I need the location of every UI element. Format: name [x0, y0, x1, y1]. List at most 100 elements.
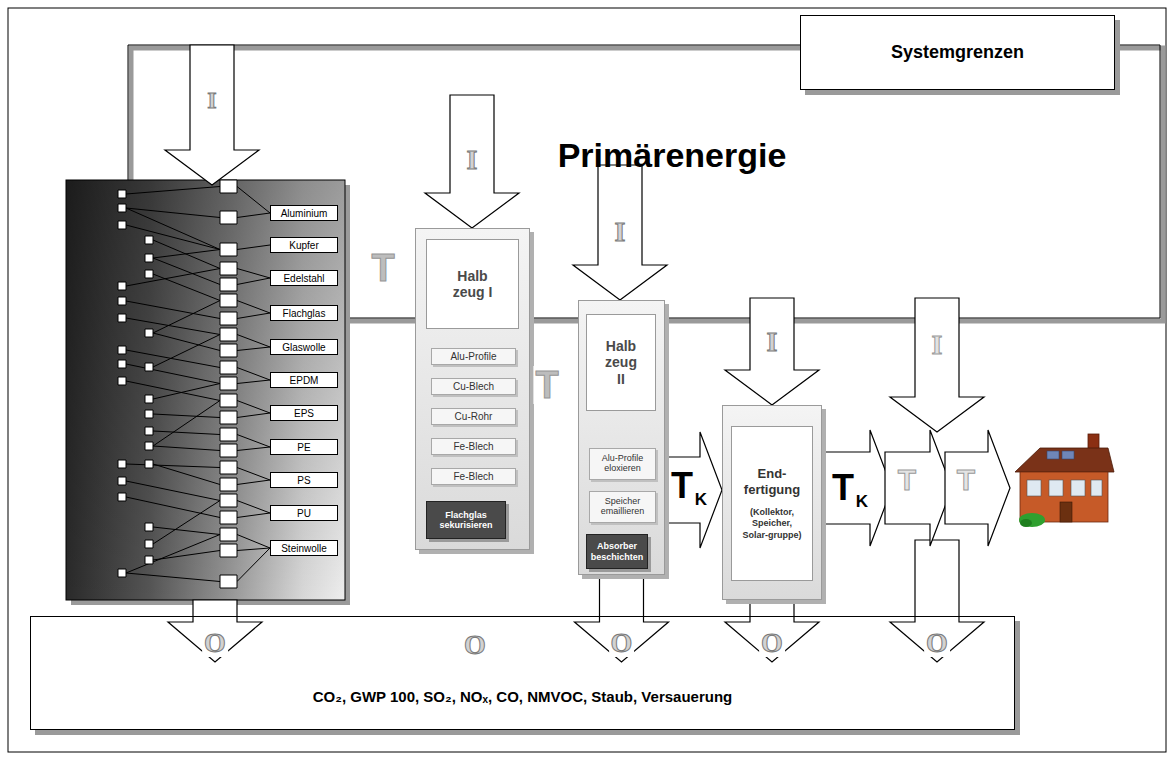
node-title: Flachglas [283, 308, 326, 319]
node-title: Absorber beschichten [590, 541, 644, 562]
semi-finished-column: Halb zeug II Alu-Profile eloxierenSpeiche… [578, 300, 665, 575]
transport-symbol: T [669, 468, 695, 504]
emission-arrow [890, 540, 984, 662]
emission-arrow [168, 600, 262, 662]
process-step-box: Fe-Blech [431, 468, 516, 485]
process-step-box: Fe-Blech [431, 438, 516, 455]
energy-input-arrow [890, 298, 984, 432]
node-title: CO₂, GWP 100, SO₂, NOₓ, CO, NMVOC, Staub… [313, 688, 732, 705]
emission-symbol: O [202, 629, 228, 657]
house-bush [1020, 519, 1032, 527]
transport-symbol: T [955, 465, 977, 495]
energy-input-symbol: I [765, 328, 780, 356]
node-title: Alu-Profile [450, 351, 496, 362]
emissions-box: CO₂, GWP 100, SO₂, NOₓ, CO, NMVOC, Staub… [30, 616, 1015, 730]
transport-symbol: T [369, 249, 396, 287]
node-title: EPDM [290, 375, 319, 386]
house-window [1071, 480, 1085, 496]
material-box: Edelstahl [270, 270, 338, 286]
heading-frame: End-fertigung (Kollektor, Speicher, Solar… [731, 426, 813, 581]
emission-symbol: O [462, 631, 488, 659]
node-title: EPS [294, 408, 314, 419]
energy-input-arrow [725, 298, 819, 405]
material-box: Aluminium [270, 205, 338, 221]
node-title: PS [297, 475, 310, 486]
flow-arrow [575, 575, 669, 662]
material-box: Glaswolle [270, 339, 338, 355]
material-box: Flachglas [270, 305, 338, 321]
energy-input-symbol: I [930, 331, 945, 359]
node-title: Systemgrenzen [891, 42, 1024, 63]
process-step-box: Cu-Rohr [431, 408, 516, 425]
house-bush [1019, 513, 1045, 527]
material-box: EPS [270, 405, 338, 421]
energy-input-symbol: I [613, 218, 628, 246]
transport-arrow [885, 430, 952, 546]
energy-input-arrow [165, 45, 259, 185]
energy-input-symbol: I [465, 146, 480, 174]
node-title: Kupfer [289, 240, 318, 251]
final-assembly-column: End-fertigung (Kollektor, Speicher, Solar… [722, 405, 822, 600]
process-step-box: Cu-Blech [431, 378, 516, 395]
node-title: Fe-Blech [453, 441, 493, 452]
materials-panel-shade [66, 180, 345, 600]
system-boundary-box: Systemgrenzen [800, 15, 1115, 90]
node-title: Glaswolle [282, 342, 325, 353]
node-title: Edelstahl [283, 273, 324, 284]
transport-symbol: T [533, 366, 560, 404]
process-step-box: Alu-Profile [431, 348, 516, 365]
material-box: EPDM [270, 372, 338, 388]
heading-frame: Halb zeug II [586, 314, 656, 411]
material-box: PU [270, 505, 338, 521]
node-title: Flachglas sekurisieren [430, 510, 502, 531]
material-box: Steinwolle [270, 540, 338, 556]
process-squares [118, 180, 237, 588]
energy-input-symbol: I [205, 88, 218, 112]
node-title: Cu-Rohr [455, 411, 493, 422]
node-title: Aluminium [281, 208, 328, 219]
material-box: PS [270, 472, 338, 488]
house-roof [1015, 448, 1114, 472]
finishing-step-box: Flachglas sekurisieren [426, 501, 506, 539]
energy-input-arrow [425, 95, 519, 228]
solar-collector [1062, 451, 1074, 459]
node-title: PE [297, 442, 310, 453]
node-title: Fe-Blech [453, 471, 493, 482]
transport-symbol: T [896, 465, 918, 495]
emission-symbol: O [924, 629, 950, 657]
node-title: Halb zeug I [452, 268, 494, 300]
house-illustration [1015, 434, 1114, 527]
node-title: PU [297, 508, 311, 519]
solar-collector [1047, 451, 1059, 459]
process-links [126, 187, 270, 582]
transport-symbol: T [830, 470, 856, 506]
flow-arrow [665, 432, 722, 548]
emission-symbol: O [609, 629, 635, 657]
process-step-box: Speicher emaillieren [589, 491, 656, 523]
node-title: Speicher emaillieren [593, 497, 652, 517]
picture-frame [8, 8, 1166, 752]
heading-frame: Halb zeug I [426, 239, 519, 329]
materials-panel [66, 180, 345, 600]
house-window [1027, 480, 1041, 496]
semi-finished-column: Halb zeug I Alu-ProfileCu-BlechCu-RohrFe-… [415, 228, 530, 550]
primary-energy-label: Primärenergie [556, 138, 789, 172]
process-step-box: Alu-Profile eloxieren [589, 448, 656, 480]
node-detail: (Kollektor, Speicher, Solar-gruppe) [740, 507, 804, 541]
node-title: Alu-Profile eloxieren [593, 454, 652, 474]
transport-arrow [945, 430, 1010, 546]
subscript-label: K [693, 491, 709, 508]
transport-arrow [822, 430, 892, 546]
subscript-label: K [854, 493, 870, 510]
node-title: Steinwolle [281, 543, 327, 554]
material-box: Kupfer [270, 237, 338, 253]
node-title: End-fertigung [739, 466, 805, 497]
house-window [1091, 480, 1102, 496]
house-window [1049, 480, 1063, 496]
flow-arrow [725, 600, 819, 662]
energy-input-arrow [573, 165, 667, 300]
house-door [1060, 502, 1072, 522]
node-title: Cu-Blech [453, 381, 494, 392]
material-box: PE [270, 439, 338, 455]
